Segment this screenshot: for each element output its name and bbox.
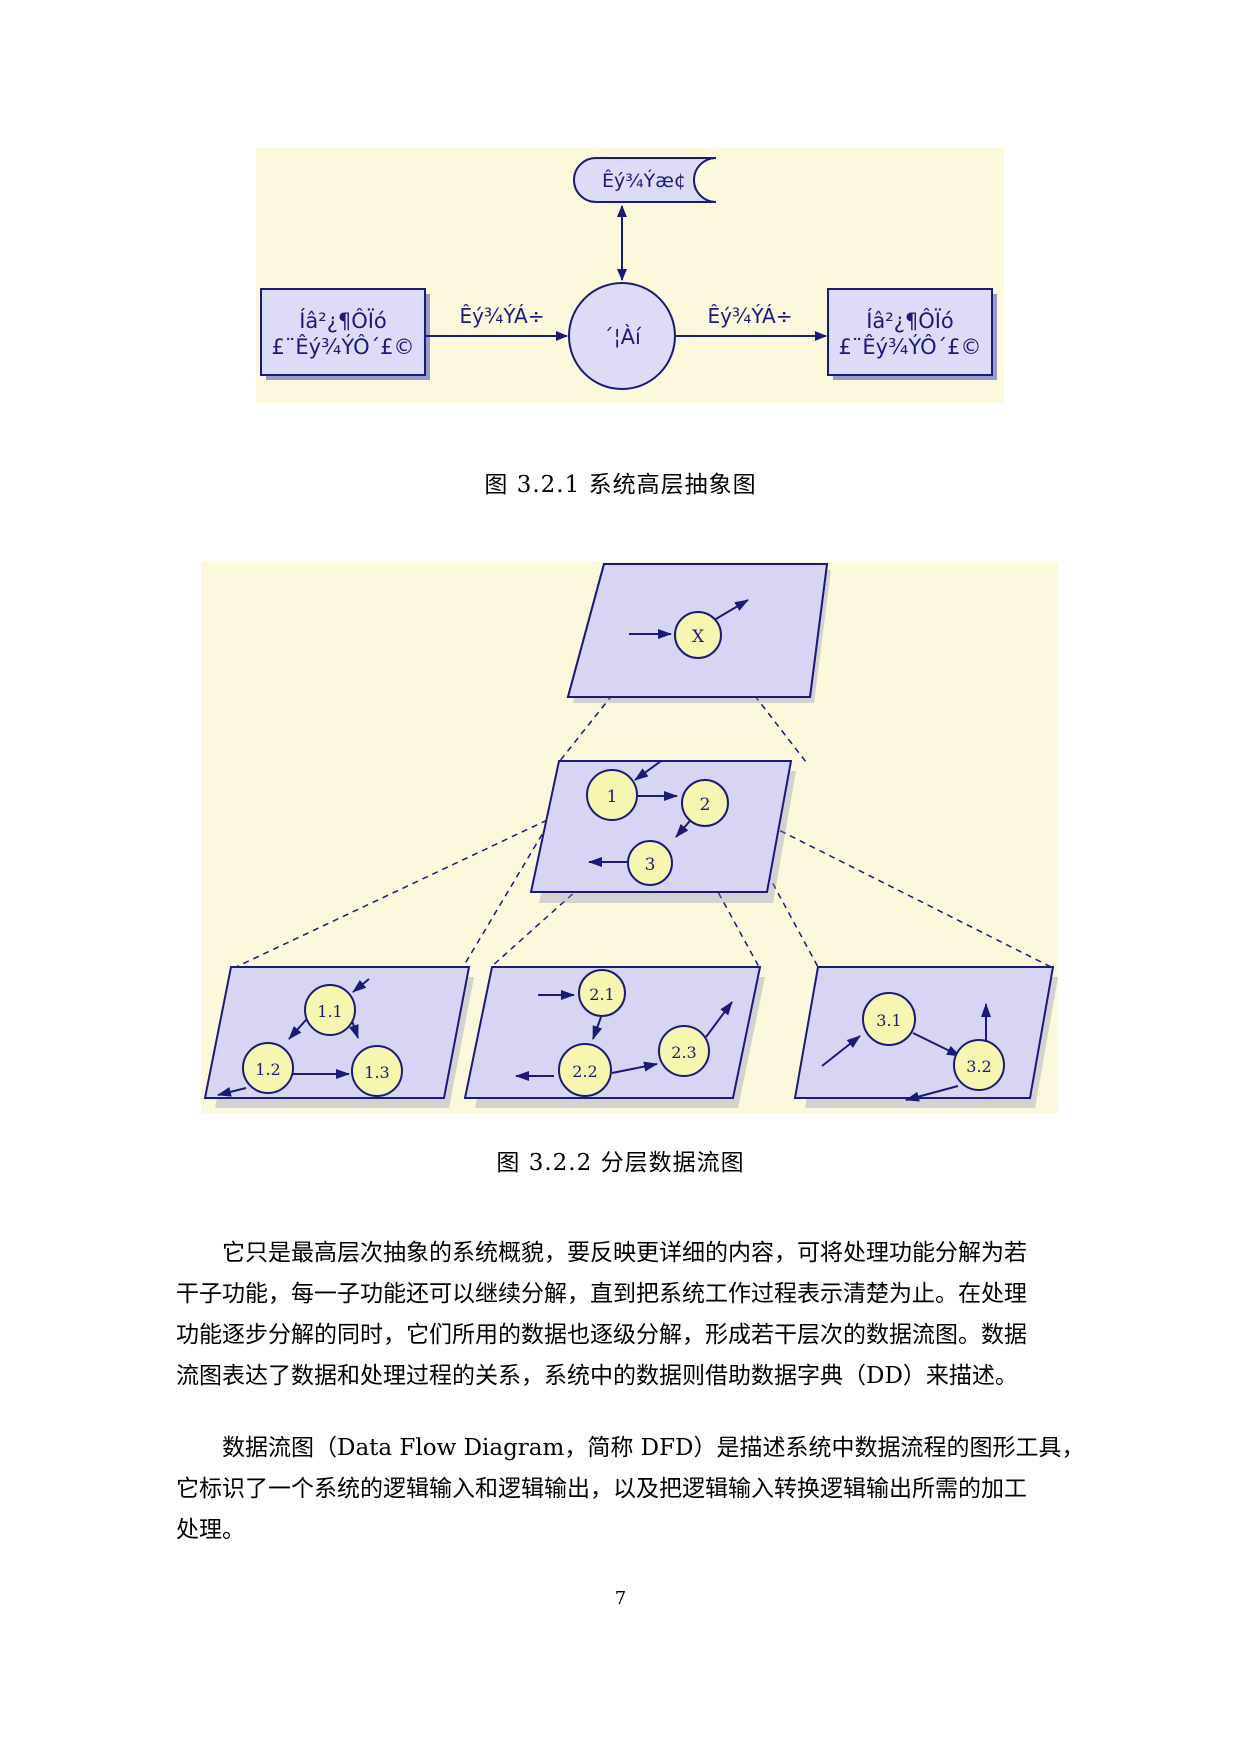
sink-entity: Íâ²¿¶ÔÏó £¨Êý¾ÝÔ´£© — [827, 288, 997, 380]
node-2-1: 2.1 — [589, 985, 614, 1004]
source-entity-line1: Íâ²¿¶ÔÏó — [299, 308, 387, 333]
flow-in-label: Êý¾ÝÁ÷ — [460, 304, 545, 328]
node-1-3: 1.3 — [364, 1063, 389, 1082]
top-level-plane: X — [566, 563, 831, 703]
paragraph-1-line: 流图表达了数据和处理过程的关系，系统中的数据则借助数据字典（DD）来描述。 — [176, 1363, 1018, 1389]
process-label: ´¦Àí — [603, 324, 642, 349]
node-1: 1 — [607, 787, 618, 807]
flow-out-label: Êý¾ÝÁ÷ — [708, 304, 793, 328]
middle-level-plane: 1 2 3 — [529, 760, 796, 903]
paragraph-2-line: 它标识了一个系统的逻辑输入和逻辑输出，以及把逻辑输入转换逻辑输出所需的加工 — [176, 1476, 1027, 1502]
data-store: Êý¾Ýæ¢ — [573, 157, 717, 203]
node-3-2: 3.2 — [966, 1057, 991, 1076]
layered-dfd-diagram: X 1 2 3 1.1 1.2 1.3 — [201, 562, 1058, 1114]
bottom-plane-1: 1.1 1.2 1.3 — [203, 966, 474, 1108]
sink-entity-line2: £¨Êý¾ÝÔ´£© — [839, 334, 982, 359]
node-2-3: 2.3 — [671, 1043, 696, 1062]
paragraph-2-line: 处理。 — [176, 1517, 245, 1543]
node-1-1: 1.1 — [317, 1002, 342, 1021]
paragraph-1-line: 功能逐步分解的同时，它们所用的数据也逐级分解，形成若干层次的数据流图。数据 — [176, 1322, 1027, 1348]
paragraph-2-line: 数据流图（Data Flow Diagram，简称 DFD）是描述系统中数据流程… — [222, 1435, 1085, 1461]
node-3-1: 3.1 — [876, 1011, 901, 1030]
node-3: 3 — [645, 855, 656, 875]
paragraph-2: 数据流图（Data Flow Diagram，简称 DFD）是描述系统中数据流程… — [176, 1428, 1088, 1551]
node-2: 2 — [700, 795, 711, 815]
source-entity: Íâ²¿¶ÔÏó £¨Êý¾ÝÔ´£© — [260, 288, 430, 380]
process-node: ´¦Àí — [568, 282, 676, 390]
source-entity-line2: £¨Êý¾ÝÔ´£© — [272, 334, 415, 359]
figure2-caption: 图 3.2.2 分层数据流图 — [496, 1150, 745, 1176]
bottom-plane-2: 2.1 2.2 2.3 — [463, 966, 765, 1108]
sink-entity-line1: Íâ²¿¶ÔÏó — [866, 308, 954, 333]
node-1-2: 1.2 — [255, 1060, 280, 1079]
paragraph-1: 它只是最高层次抽象的系统概貌，要反映更详细的内容，可将处理功能分解为若 干子功能… — [176, 1233, 1088, 1397]
node-2-2: 2.2 — [572, 1062, 597, 1081]
system-context-diagram: Êý¾Ýæ¢ ´¦Àí Íâ²¿¶ÔÏó £¨Êý¾ÝÔ´£© Íâ²¿¶ÔÏó… — [256, 148, 1004, 403]
data-store-label: Êý¾Ýæ¢ — [602, 169, 686, 192]
figure1-caption: 图 3.2.1 系统高层抽象图 — [484, 472, 757, 498]
paragraph-1-line: 它只是最高层次抽象的系统概貌，要反映更详细的内容，可将处理功能分解为若 — [222, 1240, 1027, 1266]
page-number: 7 — [614, 1588, 627, 1609]
node-x: X — [692, 627, 705, 647]
paragraph-1-line: 干子功能，每一子功能还可以继续分解，直到把系统工作过程表示清楚为止。在处理 — [176, 1281, 1027, 1307]
bottom-plane-3: 3.1 3.2 — [793, 966, 1058, 1108]
